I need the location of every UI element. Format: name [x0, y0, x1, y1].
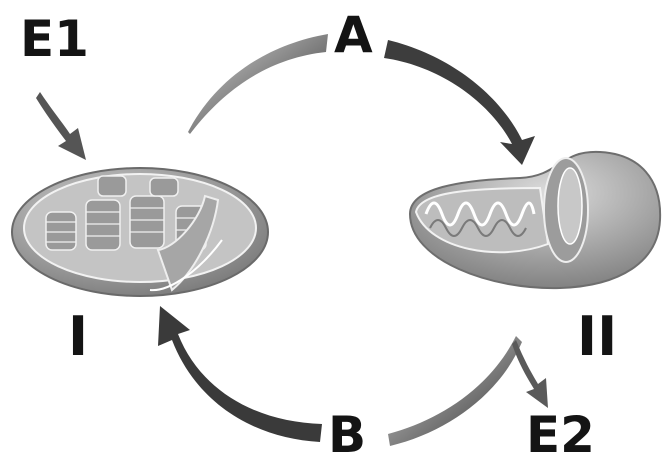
arc-i-to-a — [188, 34, 328, 134]
arrow-a-to-ii — [384, 40, 535, 165]
label-a: A — [334, 10, 373, 60]
chloroplast-illustration — [12, 168, 268, 296]
mitochondrion-illustration — [410, 152, 660, 288]
arrow-ii-to-e2 — [512, 340, 548, 408]
label-ii: II — [577, 310, 617, 364]
label-b: B — [328, 410, 366, 460]
label-i: I — [68, 310, 88, 364]
arrow-b-to-i — [158, 306, 322, 442]
arrow-e1-to-i — [36, 92, 86, 160]
label-e2: E2 — [526, 410, 595, 460]
arc-ii-to-b — [388, 336, 522, 446]
label-e1: E1 — [20, 14, 89, 64]
